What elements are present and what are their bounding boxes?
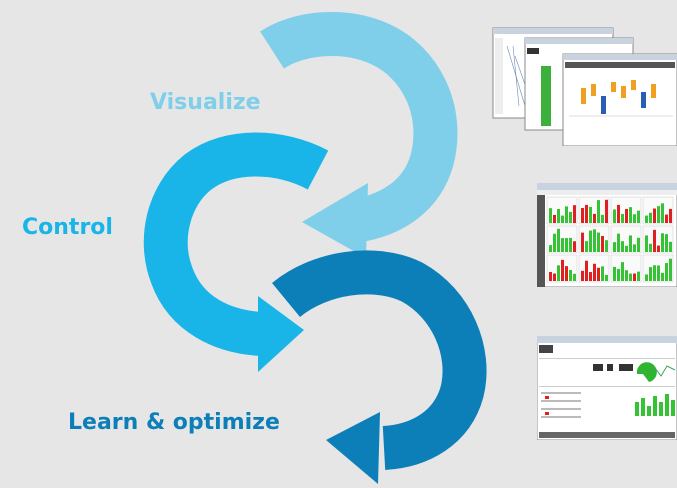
control-arrow-icon [143, 132, 329, 372]
control-screenshot-thumbnail [537, 183, 677, 287]
visualize-arrow-icon [260, 12, 458, 258]
control-label: Control [22, 215, 113, 240]
learn-label: Learn & optimize [68, 410, 280, 435]
visualize-screenshot-thumbnail [485, 26, 677, 146]
visualize-label: Visualize [150, 90, 261, 115]
learn-arrow-icon [272, 250, 487, 484]
learn-screenshot-thumbnail [537, 336, 677, 440]
